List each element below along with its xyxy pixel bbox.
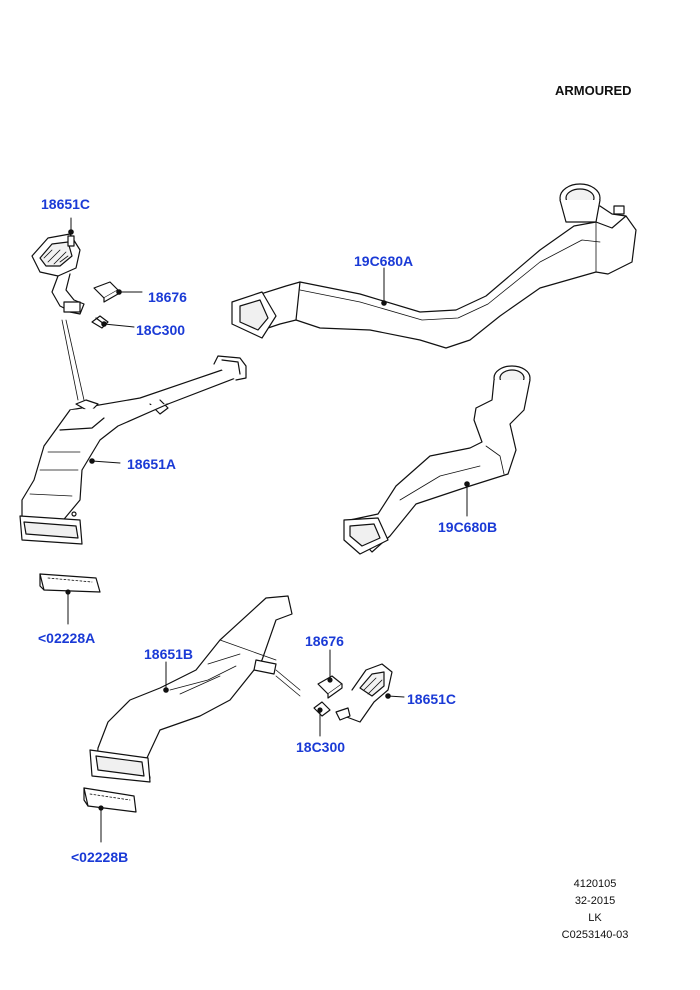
reference-author: LK — [588, 912, 602, 924]
callout-18651B[interactable]: 18651B — [144, 646, 194, 662]
callout-18651C-lower[interactable]: 18651C — [407, 691, 457, 707]
callout-18C300-upper[interactable]: 18C300 — [136, 322, 186, 338]
callout-02228B[interactable]: <02228B — [71, 849, 129, 865]
duct-18651A-drawing — [20, 356, 246, 544]
reference-drawing-id: C0253140-03 — [561, 929, 629, 941]
callout-18C300-lower[interactable]: 18C300 — [296, 739, 346, 755]
reference-date-code: 32-2015 — [574, 895, 616, 907]
callout-19C680A[interactable]: 19C680A — [354, 253, 414, 269]
duct-19C680A-drawing — [232, 184, 636, 348]
grille-02228B-drawing — [84, 788, 136, 812]
variant-label: ARMOURED — [555, 83, 632, 98]
leader-18C300-upper — [103, 323, 135, 328]
reference-number: 4120105 — [573, 878, 617, 890]
callout-18651A[interactable]: 18651A — [127, 456, 177, 472]
clip-18676-upper-drawing — [94, 282, 118, 302]
clip-18C300-lower-drawing — [314, 702, 330, 716]
grille-02228A-drawing — [40, 574, 100, 595]
callout-02228A[interactable]: <02228A — [38, 630, 96, 646]
clip-18676-lower-drawing — [318, 676, 342, 698]
leader-18651A — [91, 460, 121, 464]
duct-18651B-drawing — [90, 596, 300, 782]
duct-18651C-upper-drawing — [32, 229, 84, 314]
reference-block: 4120105 32-2015 LK C0253140-03 — [545, 876, 645, 944]
duct-19C680B-drawing — [344, 366, 530, 554]
callout-18676-lower[interactable]: 18676 — [305, 633, 344, 649]
callout-18676-upper[interactable]: 18676 — [148, 289, 187, 305]
callout-18651C-upper[interactable]: 18651C — [41, 196, 91, 212]
leader-18651C-lower — [387, 695, 405, 698]
callout-19C680B[interactable]: 19C680B — [438, 519, 498, 535]
duct-18651C-lower-drawing — [336, 664, 392, 722]
